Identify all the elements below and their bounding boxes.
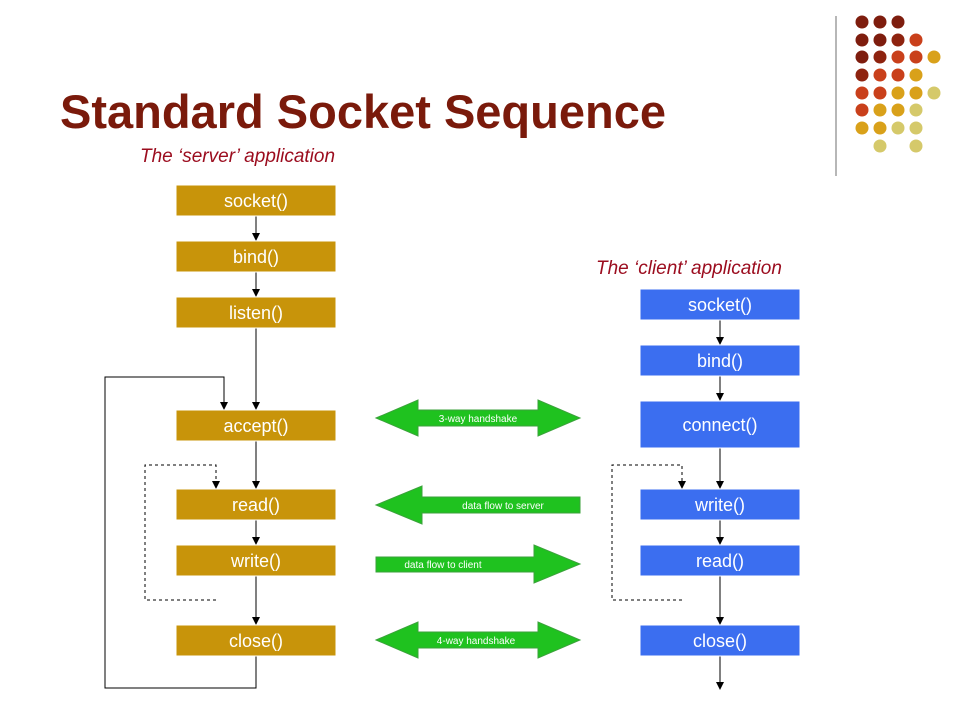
decor-dot bbox=[873, 50, 887, 64]
decor-dot bbox=[891, 103, 905, 117]
data-flow-to-server-label: data flow to server bbox=[462, 501, 544, 512]
client-write-label: write() bbox=[694, 495, 745, 515]
decor-dot bbox=[855, 15, 869, 29]
client-bind-box: bind() bbox=[639, 344, 801, 377]
decor-dot bbox=[927, 50, 941, 64]
three-way-handshake-label: 3-way handshake bbox=[439, 414, 518, 425]
client-write-box: write() bbox=[639, 488, 801, 521]
decor-dot bbox=[855, 86, 869, 100]
decor-dot bbox=[927, 86, 941, 100]
four-way-handshake-arrow: 4-way handshake bbox=[374, 621, 582, 659]
header-divider-line bbox=[835, 16, 837, 176]
server-close-label: close() bbox=[229, 631, 283, 651]
server-caption: The ‘server’ application bbox=[140, 146, 336, 167]
server-socket-label: socket() bbox=[224, 191, 288, 211]
decor-dot bbox=[909, 139, 923, 153]
decor-dot bbox=[891, 86, 905, 100]
server-close-box: close() bbox=[175, 624, 337, 657]
decor-dot bbox=[909, 86, 923, 100]
client-read-box: read() bbox=[639, 544, 801, 577]
server-read-label: read() bbox=[232, 495, 280, 515]
client-socket-label: socket() bbox=[688, 295, 752, 315]
decor-dot bbox=[873, 121, 887, 135]
server-listen-label: listen() bbox=[229, 303, 283, 323]
decor-dot bbox=[909, 33, 923, 47]
decor-dot bbox=[909, 103, 923, 117]
client-socket-box: socket() bbox=[639, 288, 801, 321]
decor-dot bbox=[891, 68, 905, 82]
server-accept-box: accept() bbox=[175, 409, 337, 442]
client-write-read-loop bbox=[611, 464, 686, 601]
server-read-write-loop bbox=[144, 464, 220, 601]
client-connect-label: connect() bbox=[682, 415, 757, 435]
client-close-box: close() bbox=[639, 624, 801, 657]
decor-dot bbox=[909, 50, 923, 64]
three-way-handshake-arrow: 3-way handshake bbox=[374, 399, 582, 437]
decor-dot bbox=[873, 15, 887, 29]
decor-dot bbox=[873, 86, 887, 100]
server-bind-label: bind() bbox=[233, 247, 279, 267]
server-listen-box: listen() bbox=[175, 296, 337, 329]
slide-title: Standard Socket Sequence bbox=[60, 85, 666, 138]
server-accept-loop bbox=[104, 376, 257, 689]
decor-dot bbox=[855, 68, 869, 82]
decor-dot bbox=[873, 33, 887, 47]
decor-dot bbox=[855, 121, 869, 135]
decor-dot bbox=[909, 121, 923, 135]
client-read-label: read() bbox=[696, 551, 744, 571]
decor-dot bbox=[855, 50, 869, 64]
decorative-dot-grid bbox=[855, 15, 941, 153]
data-flow-to-client-arrow: data flow to client bbox=[375, 544, 582, 584]
client-bind-label: bind() bbox=[697, 351, 743, 371]
server-read-box: read() bbox=[175, 488, 337, 521]
server-write-label: write() bbox=[230, 551, 281, 571]
decor-dot bbox=[873, 139, 887, 153]
client-connect-box: connect() bbox=[639, 400, 801, 449]
server-bind-box: bind() bbox=[175, 240, 337, 273]
client-caption: The ‘client’ application bbox=[596, 258, 782, 279]
decor-dot bbox=[891, 15, 905, 29]
decor-dot bbox=[873, 103, 887, 117]
decor-dot bbox=[855, 103, 869, 117]
data-flow-to-client-label: data flow to client bbox=[404, 560, 481, 571]
decor-dot bbox=[891, 121, 905, 135]
decor-dot bbox=[873, 68, 887, 82]
decor-dot bbox=[891, 50, 905, 64]
server-socket-box: socket() bbox=[175, 184, 337, 217]
server-accept-label: accept() bbox=[223, 416, 288, 436]
four-way-handshake-label: 4-way handshake bbox=[437, 636, 516, 647]
decor-dot bbox=[855, 33, 869, 47]
client-close-label: close() bbox=[693, 631, 747, 651]
decor-dot bbox=[891, 33, 905, 47]
server-write-box: write() bbox=[175, 544, 337, 577]
decor-dot bbox=[909, 68, 923, 82]
data-flow-to-server-arrow: data flow to server bbox=[374, 485, 581, 525]
